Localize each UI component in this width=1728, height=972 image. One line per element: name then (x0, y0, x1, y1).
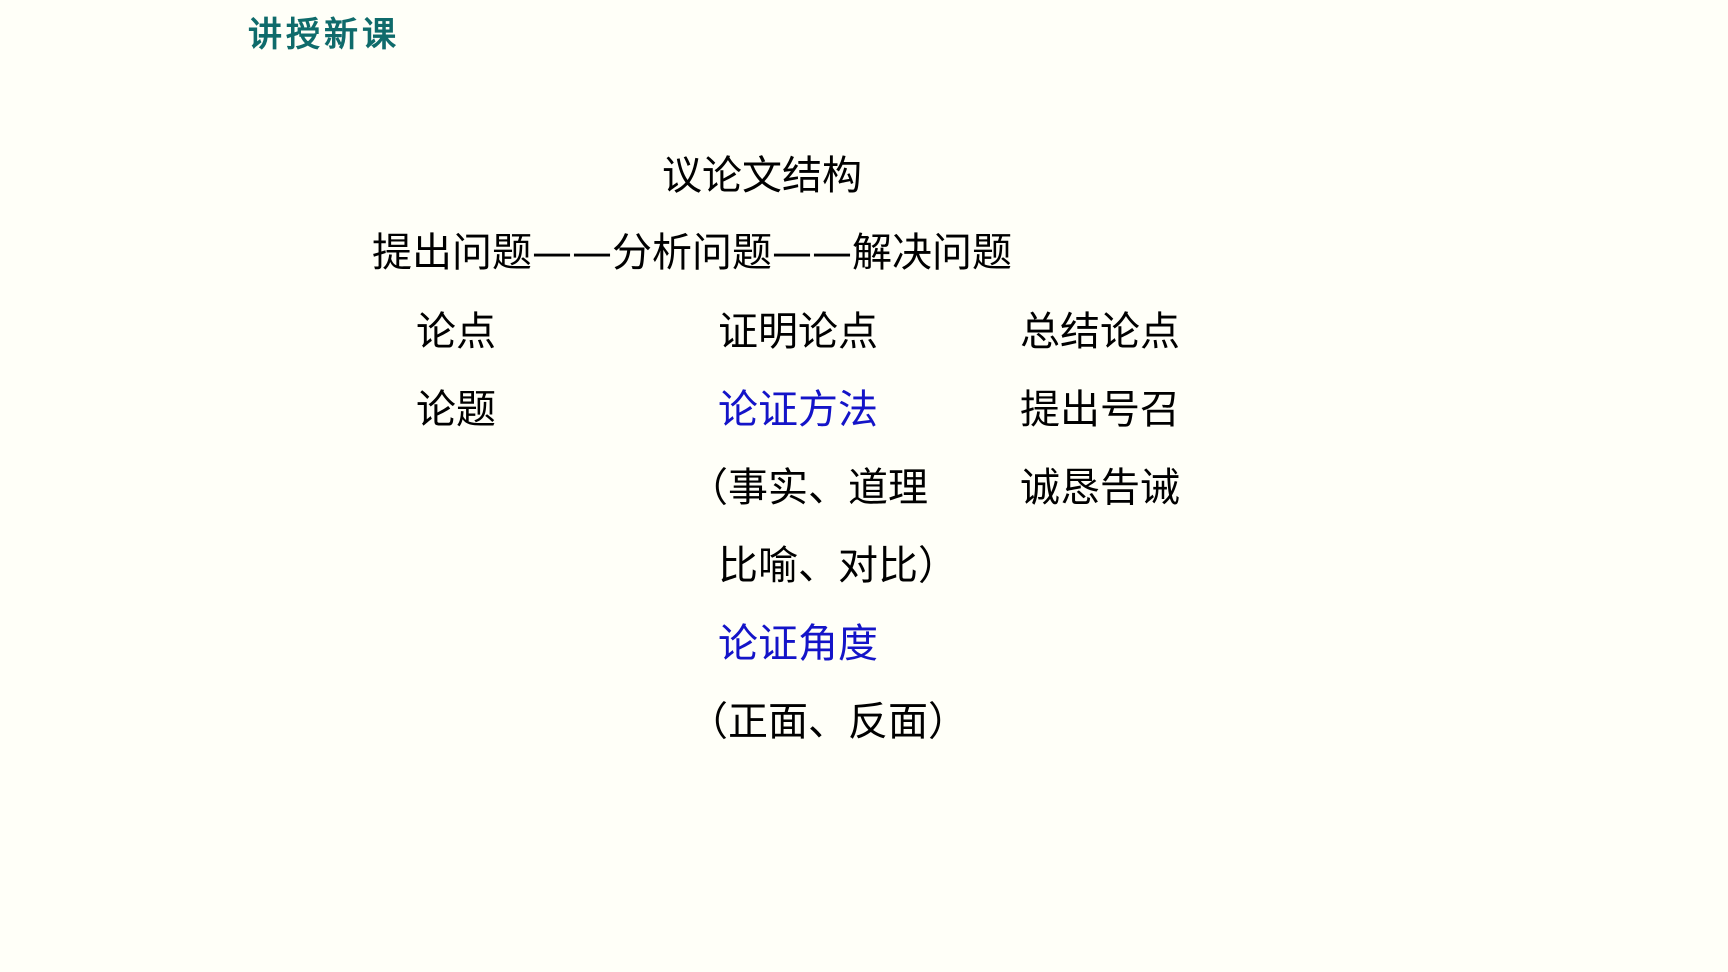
left-item-topic: 论题 (416, 387, 496, 433)
structure-flow: 提出问题——分析问题——解决问题 (372, 230, 1012, 276)
left-item-thesis: 论点 (416, 309, 496, 355)
section-label: 讲授新课 (248, 15, 400, 55)
middle-item-angle-list: （正面、反面） (688, 699, 968, 745)
right-item-summarize-thesis: 总结论点 (1020, 309, 1180, 355)
right-item-sincere-advice: 诚恳告诫 (1020, 465, 1180, 511)
middle-item-prove-thesis: 证明论点 (718, 309, 878, 355)
middle-item-argument-methods: 论证方法 (718, 387, 878, 433)
middle-item-methods-list-1: （事实、道理 (688, 465, 928, 511)
slide-title: 议论文结构 (662, 153, 862, 199)
middle-item-methods-list-2: 比喻、对比） (718, 543, 958, 589)
right-item-call-to-action: 提出号召 (1020, 387, 1180, 433)
middle-item-argument-angle: 论证角度 (718, 621, 878, 667)
